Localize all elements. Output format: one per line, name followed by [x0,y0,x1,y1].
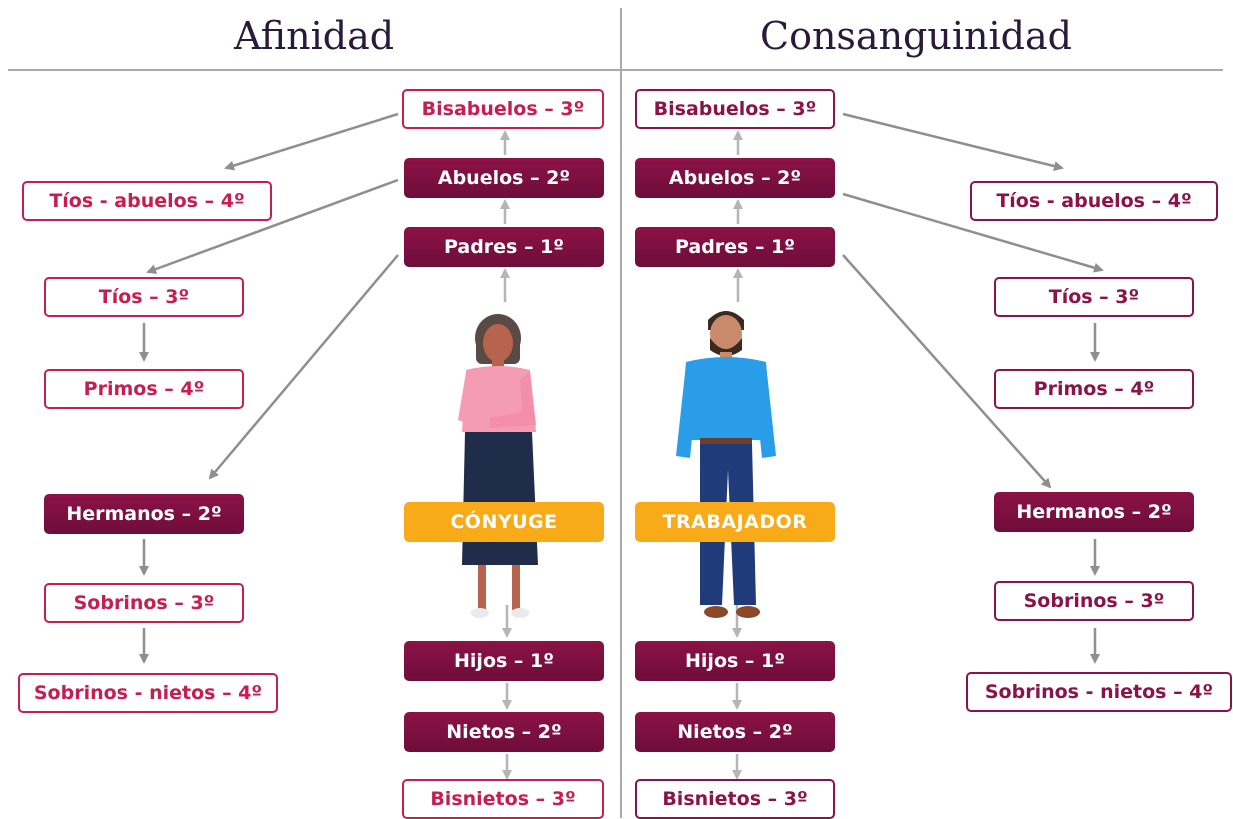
arrow-con-parents-to-siblings [842,254,1052,489]
con-great-uncles: Tíos - abuelos – 4º [970,181,1218,221]
aff-children: Hijos – 1º [404,641,604,681]
aff-grandnephews: Sobrinos - nietos – 4º [18,673,278,713]
con-great-grandchildren: Bisnietos – 3º [635,779,835,819]
arrow-con-great-to-greatuncles [842,112,1064,171]
aff-cousins: Primos – 4º [44,369,244,409]
arrow-con-grand-to-uncles [842,192,1104,273]
con-cousins: Primos – 4º [994,369,1194,409]
aff-great-grandparents: Bisabuelos – 3º [402,89,604,129]
arrow-aff-grand-to-uncles [146,178,399,274]
con-children: Hijos – 1º [635,641,835,681]
column-divider [620,8,622,818]
aff-uncles: Tíos – 3º [44,277,244,317]
con-uncles: Tíos – 3º [994,277,1194,317]
aff-great-uncles: Tíos - abuelos – 4º [22,181,272,221]
consanguinity-heading: Consanguinidad [760,14,1072,58]
man-figure [676,311,776,618]
con-siblings: Hermanos – 2º [994,492,1194,532]
arrow-aff-parents-to-siblings [208,254,399,480]
aff-grandparents: Abuelos – 2º [404,158,604,198]
con-grandnephews: Sobrinos - nietos – 4º [966,672,1232,712]
con-great-grandparents: Bisabuelos – 3º [635,89,835,129]
con-grandchildren: Nietos – 2º [635,712,835,752]
affinity-heading: Afinidad [234,14,395,58]
worker-label: TRABAJADOR [635,502,835,542]
spouse-label: CÓNYUGE [404,502,604,542]
con-parents: Padres – 1º [635,227,835,267]
aff-grandchildren: Nietos – 2º [404,712,604,752]
con-nephews: Sobrinos – 3º [994,581,1194,621]
aff-parents: Padres – 1º [404,227,604,267]
aff-great-grandchildren: Bisnietos – 3º [402,779,604,819]
aff-siblings: Hermanos – 2º [44,494,244,534]
woman-figure [458,314,538,618]
con-grandparents: Abuelos – 2º [635,158,835,198]
aff-nephews: Sobrinos – 3º [44,583,244,623]
header-divider [8,69,1223,71]
arrow-aff-great-to-greatuncles [224,112,399,171]
